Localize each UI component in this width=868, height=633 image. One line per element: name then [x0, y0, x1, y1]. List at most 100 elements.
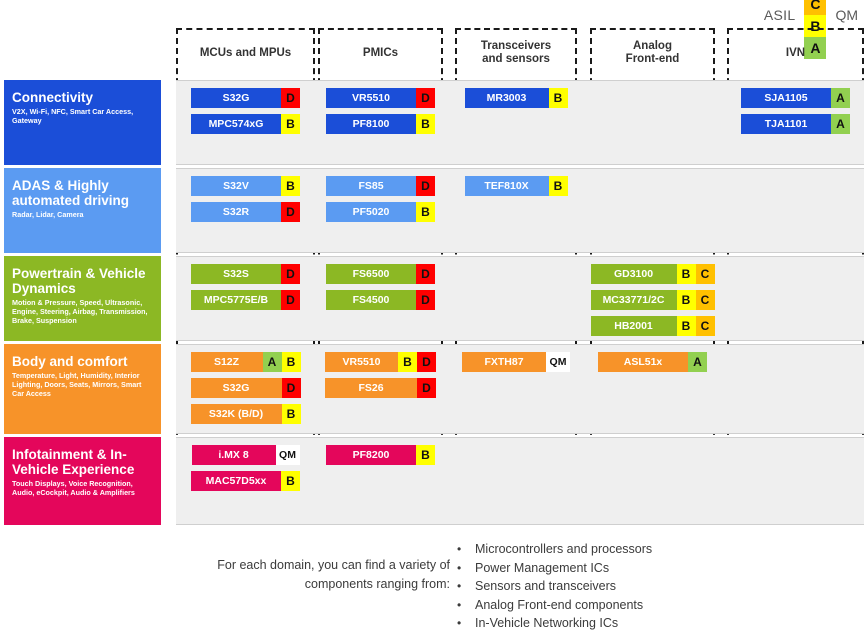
asil-level-c: C — [804, 0, 827, 15]
component-name: MPC574xG — [191, 114, 281, 134]
column-header-mcus: MCUs and MPUs — [199, 46, 292, 59]
asil-badge-a: A — [688, 352, 707, 372]
component-name: HB2001 — [590, 316, 677, 336]
cell-connectivity-analog — [590, 80, 715, 165]
component-name: TJA1101 — [741, 114, 831, 134]
footer-list-item: Power Management ICs — [455, 559, 652, 578]
domain-subtitle: Touch Displays, Voice Recognition, Audio… — [12, 479, 135, 497]
asil-badge-b: B — [676, 264, 696, 284]
component-name: GD3100 — [590, 264, 677, 284]
asil-badge-a: A — [831, 114, 850, 134]
domain-title: ADAS & Highly automated driving — [12, 178, 130, 208]
asil-badge-d: D — [281, 88, 300, 108]
cell-adas-ivn — [727, 168, 864, 253]
domain-subtitle: Radar, Lidar, Camera — [12, 210, 84, 219]
asil-badge-b: B — [281, 404, 301, 424]
asil-badge-d: D — [416, 88, 435, 108]
asil-level-b: B — [804, 15, 827, 37]
component-name: FS4500 — [326, 290, 416, 310]
cell-body-ivn — [727, 344, 864, 434]
component-name: FXTH87 — [462, 352, 546, 372]
asil-badge-qm: QM — [546, 352, 570, 372]
footer-list-item: In-Vehicle Networking ICs — [455, 614, 652, 633]
asil-badge-b: B — [416, 114, 435, 134]
asil-badge-b: B — [281, 471, 300, 491]
component-chip[interactable]: S32K (B/D)B — [190, 404, 301, 424]
asil-badge-c: C — [695, 290, 715, 310]
domain-title: Powertrain & Vehicle Dynamics — [12, 266, 146, 296]
asil-level-a: A — [804, 37, 827, 59]
asil-legend-squares: DCBA — [804, 0, 830, 59]
component-name: S32G — [190, 378, 282, 398]
asil-badge-d: D — [281, 202, 300, 222]
component-name: MR3003 — [464, 88, 549, 108]
asil-badge-a: A — [831, 88, 850, 108]
component-name: PF5020 — [326, 202, 416, 222]
cell-powertrain-transcv — [455, 256, 577, 341]
asil-badge-b: B — [676, 316, 696, 336]
asil-badge-b: B — [548, 88, 568, 108]
component-name: i.MX 8 — [191, 445, 276, 465]
asil-badge-qm: QM — [275, 445, 300, 465]
footer-list-item: Microcontrollers and processors — [455, 540, 652, 559]
asil-legend: ASIL DCBA QM — [763, 0, 858, 59]
asil-legend-label: ASIL — [763, 7, 796, 23]
footer: For each domain, you can find a variety … — [0, 532, 868, 632]
component-name: VR5510 — [326, 88, 416, 108]
component-name: S32G — [191, 88, 281, 108]
component-name: MPC5775E/B — [191, 290, 281, 310]
component-name: MC33771/2C — [590, 290, 677, 310]
domain-title: Infotainment & In-Vehicle Experience — [12, 447, 135, 477]
domain-subtitle: V2X, Wi-Fi, NFC, Smart Car Access, Gatew… — [12, 107, 134, 125]
asil-badge-b: B — [676, 290, 696, 310]
cell-infotainment-ivn — [727, 437, 864, 525]
component-name: MAC57D5xx — [191, 471, 281, 491]
column-header-pmics: PMICs — [362, 46, 399, 59]
asil-badge-c: C — [695, 316, 715, 336]
